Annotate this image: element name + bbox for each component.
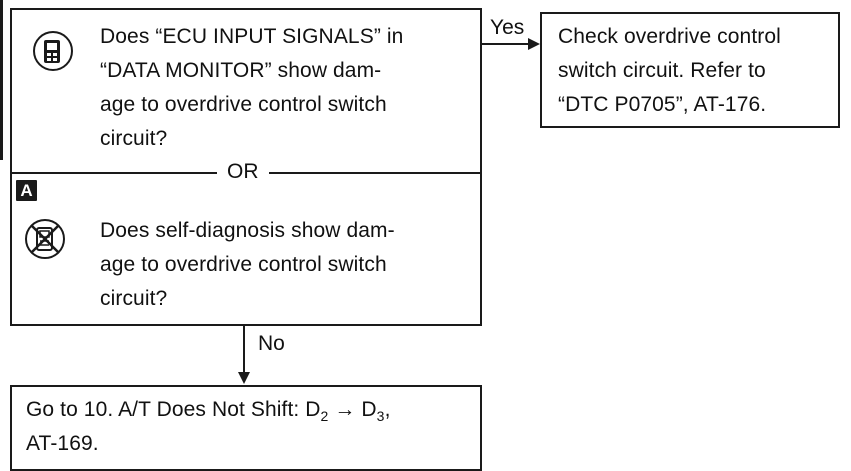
yes-result-line-3: “DTC P0705”, AT-176. xyxy=(558,93,767,116)
no-result-box: Go to 10. A/T Does Not Shift: D2 → D3, A… xyxy=(10,385,482,471)
no-result-suffix: , xyxy=(384,398,391,421)
yes-arrowhead-icon xyxy=(528,38,540,50)
yes-result-line-2: switch circuit. Refer to xyxy=(558,59,766,82)
consult-question-line-3: age to overdrive control switch xyxy=(100,93,387,116)
no-result-line-2: AT-169. xyxy=(26,432,99,455)
no-result-subscript-3: 3 xyxy=(376,408,385,425)
selfdiag-question-line-2: age to overdrive control switch xyxy=(100,253,387,276)
self-diagnosis-badge: A xyxy=(16,180,37,201)
question-box: OR Does “ECU INPUT SIGNALS” in “DATA MON… xyxy=(10,8,482,326)
no-tools-icon xyxy=(25,219,65,259)
or-label: OR xyxy=(217,160,269,184)
consult-question-line-1: Does “ECU INPUT SIGNALS” in xyxy=(100,25,404,48)
no-result-prefix: Go to 10. A/T Does Not Shift: D xyxy=(26,398,321,421)
no-result-subscript-2: 2 xyxy=(320,408,329,425)
yes-result-line-1: Check overdrive control xyxy=(558,25,781,48)
no-connector xyxy=(243,326,245,374)
no-arrowhead-icon xyxy=(238,372,250,384)
no-result-arrow: → D xyxy=(328,398,377,421)
yes-result-box: Check overdrive control switch circuit. … xyxy=(540,12,840,128)
no-label: No xyxy=(258,332,285,355)
no-result-line-1: Go to 10. A/T Does Not Shift: D2 → D3, xyxy=(26,393,391,433)
yes-label: Yes xyxy=(490,16,525,39)
consult-tool-icon xyxy=(33,31,73,71)
consult-question-line-2: “DATA MONITOR” show dam- xyxy=(100,59,382,82)
yes-connector xyxy=(482,43,530,45)
selfdiag-question-line-3: circuit? xyxy=(100,287,168,310)
selfdiag-question-line-1: Does self-diagnosis show dam- xyxy=(100,219,395,242)
margin-mark xyxy=(0,0,3,160)
consult-question-line-4: circuit? xyxy=(100,127,168,150)
